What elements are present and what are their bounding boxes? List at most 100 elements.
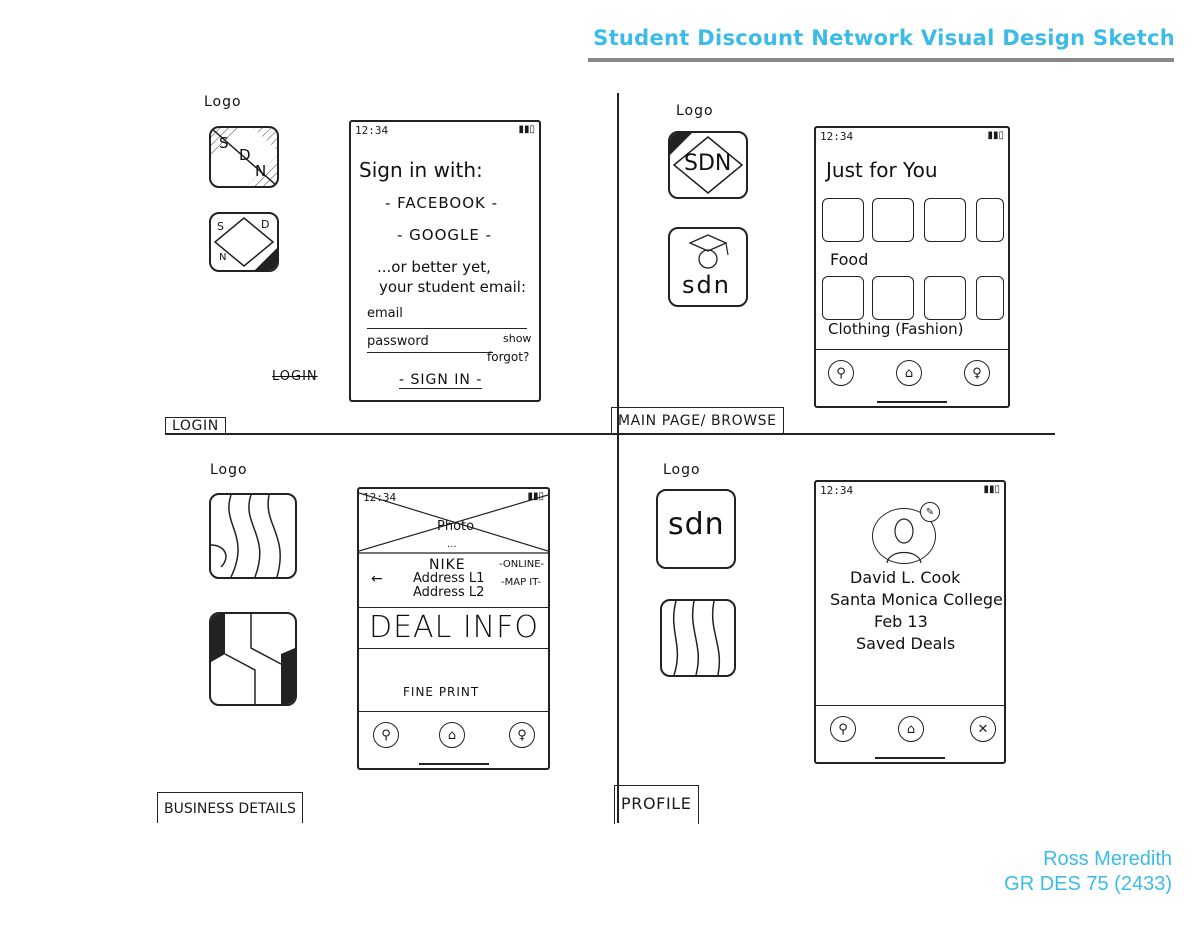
diamond-icon	[670, 133, 744, 194]
business-name: NIKE	[429, 557, 466, 573]
online-link[interactable]: -ONLINE-	[499, 559, 545, 570]
browse-phone-mockup: 12:34 ▮▮▯ Just for You Food Clothing (Fa…	[814, 126, 1010, 408]
back-arrow-icon[interactable]: ←	[371, 571, 383, 587]
status-time: 12:34	[355, 124, 389, 137]
course-credit: GR DES 75 (2433)	[1004, 873, 1172, 895]
forgot-password-link[interactable]: forgot?	[487, 350, 530, 364]
signal-battery-icon: ▮▮▯	[983, 484, 1000, 495]
google-signin-button[interactable]: - GOOGLE -	[397, 226, 493, 244]
signal-battery-icon: ▮▮▯	[518, 124, 535, 135]
close-tab-icon[interactable]: ✕	[970, 716, 996, 742]
profile-logo-text: sdn	[668, 507, 725, 542]
login-section-label: LOGIN	[165, 417, 226, 434]
deal-tile[interactable]	[976, 198, 1004, 242]
sdn-box-logo: SDN	[668, 131, 748, 199]
sign-in-button[interactable]: - SIGN IN -	[399, 372, 483, 389]
browse-logo-label: Logo	[676, 103, 714, 119]
logo2-letter-d: D	[261, 218, 270, 231]
home-tab-icon[interactable]: ⌂	[898, 716, 924, 742]
photo-placeholder-icon[interactable]	[359, 489, 548, 555]
email-label: email	[367, 306, 403, 321]
block-s-icon	[211, 614, 295, 704]
sdn-swirl-logo	[209, 493, 297, 579]
title-underline	[588, 58, 1174, 62]
logo-letter-n: N	[255, 162, 267, 180]
food-tile[interactable]	[872, 276, 914, 320]
tab-bar: ⚲ ⌂ ♀	[359, 711, 548, 768]
tab-bar: ⚲ ⌂ ✕	[816, 705, 1004, 762]
logo2-letter-n: N	[219, 252, 227, 263]
deal-tile[interactable]	[872, 198, 914, 242]
saved-deals-link[interactable]: Saved Deals	[856, 634, 956, 653]
profile-section-label: PROFILE	[614, 785, 699, 824]
portrait-icon	[886, 518, 922, 563]
just-for-you-heading: Just for You	[826, 158, 938, 182]
login-struck-label: LOGIN	[272, 369, 318, 384]
logo-letter-d: D	[239, 146, 251, 164]
map-it-link[interactable]: -MAP IT-	[501, 577, 542, 588]
search-tab-icon[interactable]: ⚲	[830, 716, 856, 742]
sdn-wave-logo	[660, 599, 736, 677]
sdn-diagonal-logo: S D N	[209, 126, 279, 188]
business-phone-mockup: 12:34 ▮▮▯ Photo ... NIKE ← Address L1 Ad…	[357, 487, 550, 770]
food-tile[interactable]	[976, 276, 1004, 320]
home-tab-icon[interactable]: ⌂	[439, 722, 465, 748]
logo-letter-s: S	[219, 134, 229, 152]
tab-bar: ⚲ ⌂ ♀	[816, 349, 1008, 406]
alt-signin-line2: your student email:	[379, 278, 527, 296]
address-line2: Address L2	[413, 585, 485, 600]
diamond-icon	[213, 217, 277, 270]
facebook-signin-button[interactable]: - FACEBOOK -	[385, 194, 499, 212]
author-credit: Ross Meredith	[1043, 848, 1172, 870]
deal-info-panel: DEAL INFO	[359, 607, 548, 649]
status-time: 12:34	[363, 491, 397, 504]
fine-print-label: FINE PRINT	[403, 685, 480, 699]
show-password-toggle[interactable]: show	[503, 332, 532, 345]
signin-heading: Sign in with:	[359, 158, 483, 182]
business-logo-label: Logo	[210, 462, 248, 478]
page-title: Student Discount Network Visual Design S…	[593, 26, 1175, 50]
address-line1: Address L1	[413, 571, 485, 586]
sdn-graduate-logo: sdn	[668, 227, 748, 307]
swirl-pattern-icon	[211, 495, 281, 577]
status-time: 12:34	[820, 130, 854, 143]
home-indicator	[418, 763, 489, 765]
browse-logo-text: SDN	[684, 151, 732, 176]
sdn-rounded-logo: sdn	[656, 489, 736, 569]
wave-pattern-icon	[672, 601, 721, 675]
profile-name: David L. Cook	[850, 568, 961, 587]
email-field[interactable]: email	[367, 306, 527, 329]
profile-date: Feb 13	[874, 612, 928, 631]
home-tab-icon[interactable]: ⌂	[896, 360, 922, 386]
avatar[interactable]	[872, 508, 936, 564]
food-tile[interactable]	[924, 276, 966, 320]
profile-phone-mockup: 12:34 ▮▮▯ ✎ David L. Cook Santa Monica C…	[814, 480, 1006, 764]
profile-tab-icon[interactable]: ♀	[509, 722, 535, 748]
graduation-cap-icon	[688, 234, 729, 269]
logo2-letter-s: S	[217, 220, 224, 233]
photo-label: Photo	[437, 519, 475, 534]
business-section-label: BUSINESS DETAILS	[157, 792, 303, 823]
login-logo-label: Logo	[204, 94, 242, 110]
food-category-label: Food	[830, 250, 869, 269]
signal-battery-icon: ▮▮▯	[987, 130, 1004, 141]
edit-pencil-icon[interactable]: ✎	[920, 502, 940, 522]
home-indicator	[877, 401, 947, 403]
food-tile[interactable]	[822, 276, 864, 320]
password-label: password	[367, 334, 429, 349]
search-tab-icon[interactable]: ⚲	[828, 360, 854, 386]
status-time: 12:34	[820, 484, 854, 497]
profile-tab-icon[interactable]: ♀	[964, 360, 990, 386]
deal-tile[interactable]	[924, 198, 966, 242]
sdn-block-logo	[209, 612, 297, 706]
password-field[interactable]: password	[367, 334, 493, 353]
deal-info-text: DEAL INFO	[369, 610, 539, 645]
deal-tile[interactable]	[822, 198, 864, 242]
search-tab-icon[interactable]: ⚲	[373, 722, 399, 748]
signal-battery-icon: ▮▮▯	[527, 491, 544, 502]
browse-logo2-text: sdn	[682, 271, 731, 299]
horizontal-divider	[165, 433, 1055, 435]
alt-signin-line1: ...or better yet,	[377, 258, 491, 276]
clothing-category-label: Clothing (Fashion)	[828, 320, 964, 338]
carousel-dots[interactable]: ...	[447, 539, 457, 550]
